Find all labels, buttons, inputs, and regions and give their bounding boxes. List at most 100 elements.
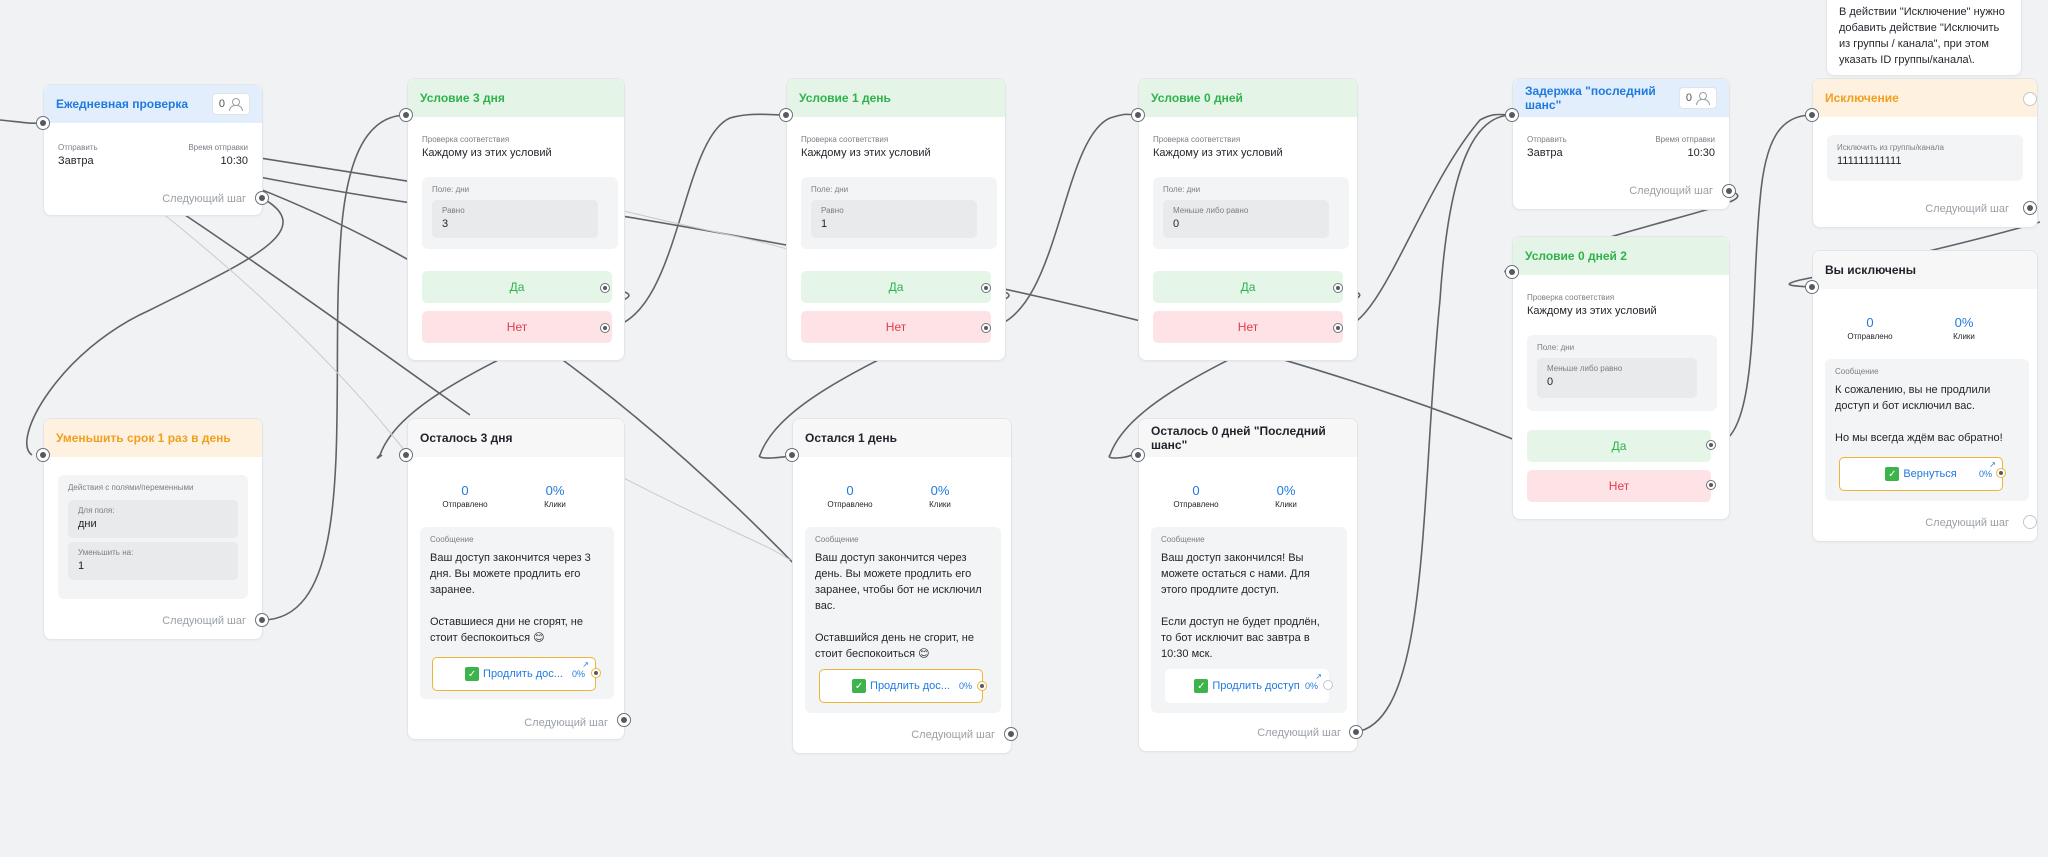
no-branch-button[interactable]: Нет — [1153, 311, 1343, 343]
yes-output-port[interactable] — [981, 283, 991, 293]
check-label: Проверка соответствия — [1527, 293, 1615, 302]
yes-branch-button[interactable]: Да — [1527, 430, 1711, 462]
cta-button[interactable]: ✓ Продлить дос... 0% ↗ — [432, 657, 596, 691]
node-title: Условие 0 дней — [1151, 91, 1243, 105]
operator-label: Равно — [821, 206, 844, 215]
yes-branch-button[interactable]: Да — [422, 271, 612, 303]
node-daily-check[interactable]: Ежедневная проверка 0 Отправить Завтра В… — [43, 84, 263, 216]
section-label: Действия с полями/переменными — [68, 483, 194, 492]
node-decrease-term[interactable]: Уменьшить срок 1 раз в день Действия с п… — [43, 418, 263, 640]
node-title: Условие 1 день — [799, 91, 891, 105]
node-exclusion[interactable]: Исключение Исключить из группы/канала 11… — [1812, 78, 2038, 228]
node-condition-3-days[interactable]: Условие 3 дня Проверка соответствия Кажд… — [407, 78, 625, 361]
node-condition-0-days-2[interactable]: Условие 0 дней 2 Проверка соответствия К… — [1512, 236, 1730, 520]
note-card[interactable]: В действии "Исключение" нужно добавить д… — [1826, 0, 2022, 76]
operator-inner[interactable]: Меньше либо равно 0 — [1537, 358, 1697, 398]
output-port[interactable] — [1004, 727, 1018, 741]
check-label: Проверка соответствия — [801, 135, 889, 144]
operator-label: Меньше либо равно — [1173, 206, 1249, 215]
no-output-port[interactable] — [1706, 480, 1716, 490]
node-header: Условие 1 день — [787, 79, 1005, 117]
input-port[interactable] — [399, 448, 413, 462]
input-port[interactable] — [399, 108, 413, 122]
cta-output-port[interactable] — [591, 668, 601, 678]
input-port[interactable] — [1805, 108, 1819, 122]
sent-label: Отправлено — [442, 500, 488, 509]
time-value: 10:30 — [1687, 147, 1715, 159]
node-header: Условие 3 дня — [408, 79, 624, 117]
aux-port[interactable] — [2023, 92, 2037, 106]
input-port[interactable] — [1131, 448, 1145, 462]
clicks-count: 0% — [545, 483, 565, 498]
input-port[interactable] — [1505, 265, 1519, 279]
clicks-stat: 0%Клики — [895, 483, 985, 509]
clicks-count: 0% — [1276, 483, 1296, 498]
clicks-stat: 0%Клики — [1919, 315, 2009, 341]
time-label: Время отправки — [188, 143, 248, 152]
condition-box: Поле: дни Меньше либо равно 0 — [1153, 177, 1349, 249]
output-port[interactable] — [617, 713, 631, 727]
input-port[interactable] — [785, 448, 799, 462]
input-port[interactable] — [1805, 280, 1819, 294]
input-port[interactable] — [1505, 108, 1519, 122]
cta-output-port[interactable] — [977, 681, 987, 691]
operator-value: 0 — [1173, 218, 1180, 230]
output-port[interactable] — [2023, 515, 2037, 529]
cta-button[interactable]: ✓ Вернуться 0% ↗ — [1839, 457, 2003, 491]
no-branch-button[interactable]: Нет — [422, 311, 612, 343]
decrease-inner[interactable]: Уменьшить на: 1 — [68, 542, 238, 580]
cta-button[interactable]: ✓ Продлить дос... 0% — [819, 669, 983, 703]
yes-output-port[interactable] — [600, 283, 610, 293]
no-output-port[interactable] — [981, 323, 991, 333]
cta-button[interactable]: ✓ Продлить доступ 0% ↗ — [1165, 669, 1329, 703]
yes-output-port[interactable] — [1333, 283, 1343, 293]
operator-inner[interactable]: Меньше либо равно 0 — [1163, 200, 1329, 238]
yes-branch-button[interactable]: Да — [1153, 271, 1343, 303]
external-link-icon: ↗ — [1989, 460, 1996, 469]
node-header: Остался 1 день — [793, 419, 1011, 457]
output-port[interactable] — [2023, 201, 2037, 215]
subscriber-count-badge[interactable]: 0 — [1678, 87, 1717, 109]
field-label: Для поля: — [78, 506, 115, 515]
node-condition-0-days[interactable]: Условие 0 дней Проверка соответствия Каж… — [1138, 78, 1358, 361]
output-port[interactable] — [255, 613, 269, 627]
exclude-box[interactable]: Исключить из группы/канала 111111111111 — [1827, 135, 2023, 181]
cta-clicks: 0% — [571, 669, 585, 679]
input-port[interactable] — [36, 448, 50, 462]
node-title: Осталось 3 дня — [420, 431, 513, 445]
wire-faint — [619, 209, 791, 251]
yes-branch-button[interactable]: Да — [801, 271, 991, 303]
yes-output-port[interactable] — [1706, 440, 1716, 450]
no-branch-button[interactable]: Нет — [801, 311, 991, 343]
operator-inner[interactable]: Равно 3 — [432, 200, 598, 238]
subscriber-count-badge[interactable]: 0 — [211, 93, 250, 115]
input-port[interactable] — [779, 108, 793, 122]
cta-output-port[interactable] — [1323, 680, 1333, 690]
clicks-label: Клики — [929, 500, 951, 509]
no-branch-button[interactable]: Нет — [1527, 470, 1711, 502]
node-delay-last-chance[interactable]: Задержка "последний шанс" 0 Отправить За… — [1512, 78, 1730, 210]
subscriber-count: 0 — [1685, 92, 1692, 104]
output-port[interactable] — [255, 191, 269, 205]
node-condition-1-day[interactable]: Условие 1 день Проверка соответствия Каж… — [786, 78, 1006, 361]
message-text: К сожалению, вы не продлили доступ и бот… — [1835, 384, 2003, 444]
no-output-port[interactable] — [600, 323, 610, 333]
field-inner[interactable]: Для поля: дни — [68, 500, 238, 538]
no-output-port[interactable] — [1333, 323, 1343, 333]
cta-output-port[interactable] — [1996, 468, 2006, 478]
operator-label: Равно — [442, 206, 465, 215]
output-port[interactable] — [1722, 184, 1736, 198]
wire — [1339, 113, 1513, 329]
input-port[interactable] — [1131, 108, 1145, 122]
input-port[interactable] — [36, 116, 50, 130]
message-label: Сообщение — [1161, 535, 1205, 544]
output-port[interactable] — [1349, 725, 1363, 739]
operator-inner[interactable]: Равно 1 — [811, 200, 977, 238]
next-step-label: Следующий шаг — [911, 729, 995, 741]
